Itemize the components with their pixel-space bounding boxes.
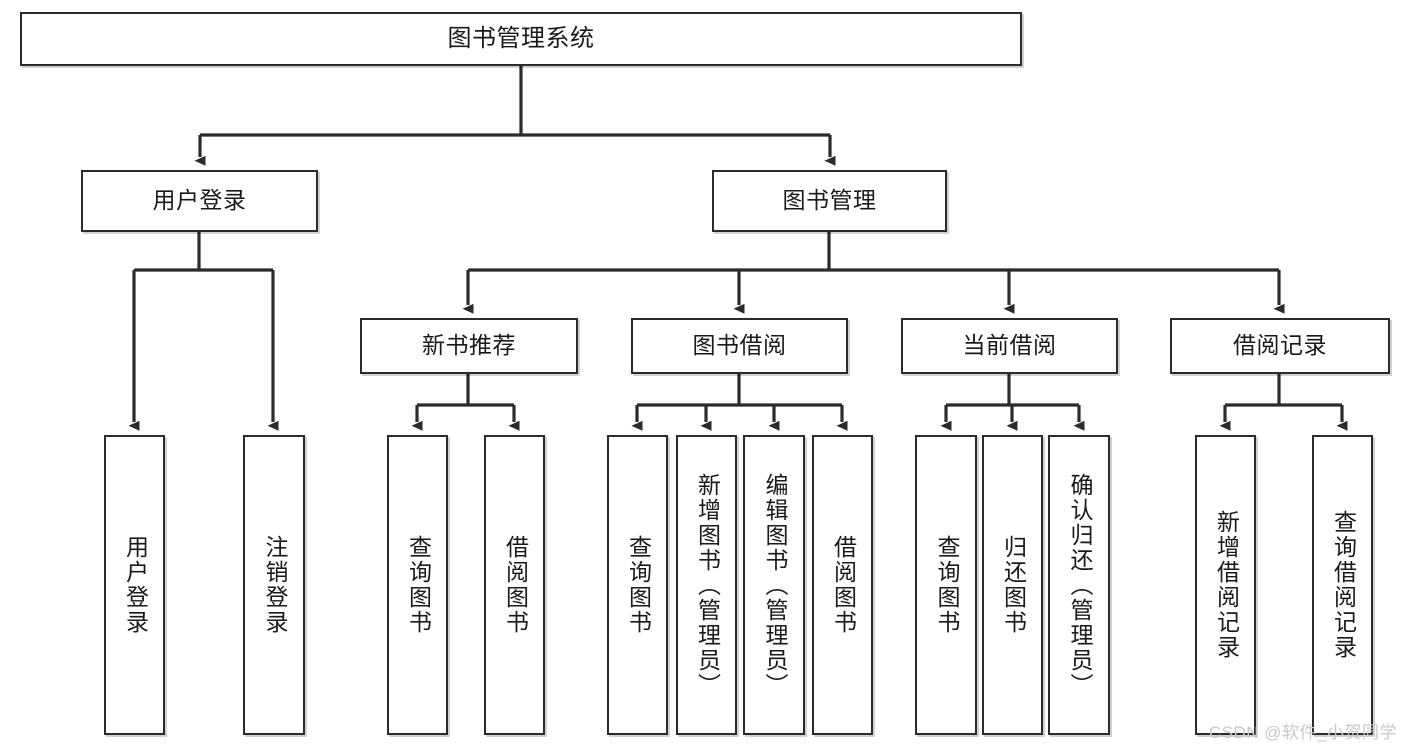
leaf-borrow-book-2-label: 借阅图书 [830, 535, 857, 635]
node-book-manage[interactable]: 图书管理 [712, 170, 947, 232]
node-user-login[interactable]: 用户登录 [81, 170, 318, 232]
node-root[interactable]: 图书管理系统 [20, 12, 1022, 66]
leaf-return-book[interactable]: 归还图书 [982, 435, 1043, 735]
leaf-query-book-1-label: 查询图书 [405, 535, 432, 635]
leaf-query-book-1[interactable]: 查询图书 [387, 435, 448, 735]
node-current-borrow-label: 当前借阅 [962, 332, 1057, 359]
leaf-user-logout-label: 注销登录 [261, 535, 288, 635]
node-borrow-record-label: 借阅记录 [1233, 332, 1327, 359]
leaf-query-book-3-label: 查询图书 [933, 535, 960, 635]
node-user-login-label: 用户登录 [152, 187, 247, 214]
node-new-book-recommend[interactable]: 新书推荐 [360, 318, 578, 374]
leaf-confirm-return-label: 确认归还（管理员） [1066, 472, 1093, 698]
watermark: CSDN @软件_小贺同学 [1208, 723, 1397, 742]
leaf-return-book-label: 归还图书 [1000, 535, 1027, 635]
leaf-confirm-return[interactable]: 确认归还（管理员） [1048, 435, 1110, 735]
node-book-manage-label: 图书管理 [782, 187, 877, 214]
leaf-add-book[interactable]: 新增图书（管理员） [676, 435, 737, 735]
leaf-edit-book[interactable]: 编辑图书（管理员） [743, 435, 805, 735]
node-book-borrow-label: 图书借阅 [692, 332, 787, 359]
leaf-borrow-book-1-label: 借阅图书 [502, 535, 529, 635]
leaf-add-record-label: 新增借阅记录 [1213, 510, 1240, 660]
leaf-add-book-label: 新增图书（管理员） [694, 472, 721, 698]
leaf-edit-book-label: 编辑图书（管理员） [761, 472, 788, 698]
node-new-book-recommend-label: 新书推荐 [422, 332, 516, 359]
node-root-label: 图书管理系统 [447, 24, 595, 52]
leaf-user-login[interactable]: 用户登录 [104, 435, 165, 735]
leaf-user-logout[interactable]: 注销登录 [243, 435, 305, 735]
node-current-borrow[interactable]: 当前借阅 [901, 318, 1118, 374]
leaf-add-record[interactable]: 新增借阅记录 [1195, 435, 1256, 735]
leaf-query-book-3[interactable]: 查询图书 [915, 435, 977, 735]
node-borrow-record[interactable]: 借阅记录 [1170, 318, 1390, 374]
leaf-query-book-2[interactable]: 查询图书 [607, 435, 668, 735]
leaf-borrow-book-2[interactable]: 借阅图书 [812, 435, 873, 735]
node-book-borrow[interactable]: 图书借阅 [631, 318, 848, 374]
leaf-borrow-book-1[interactable]: 借阅图书 [484, 435, 545, 735]
leaf-query-record[interactable]: 查询借阅记录 [1312, 435, 1373, 735]
leaf-user-login-label: 用户登录 [122, 535, 149, 635]
leaf-query-book-2-label: 查询图书 [625, 535, 652, 635]
leaf-query-record-label: 查询借阅记录 [1330, 510, 1357, 660]
